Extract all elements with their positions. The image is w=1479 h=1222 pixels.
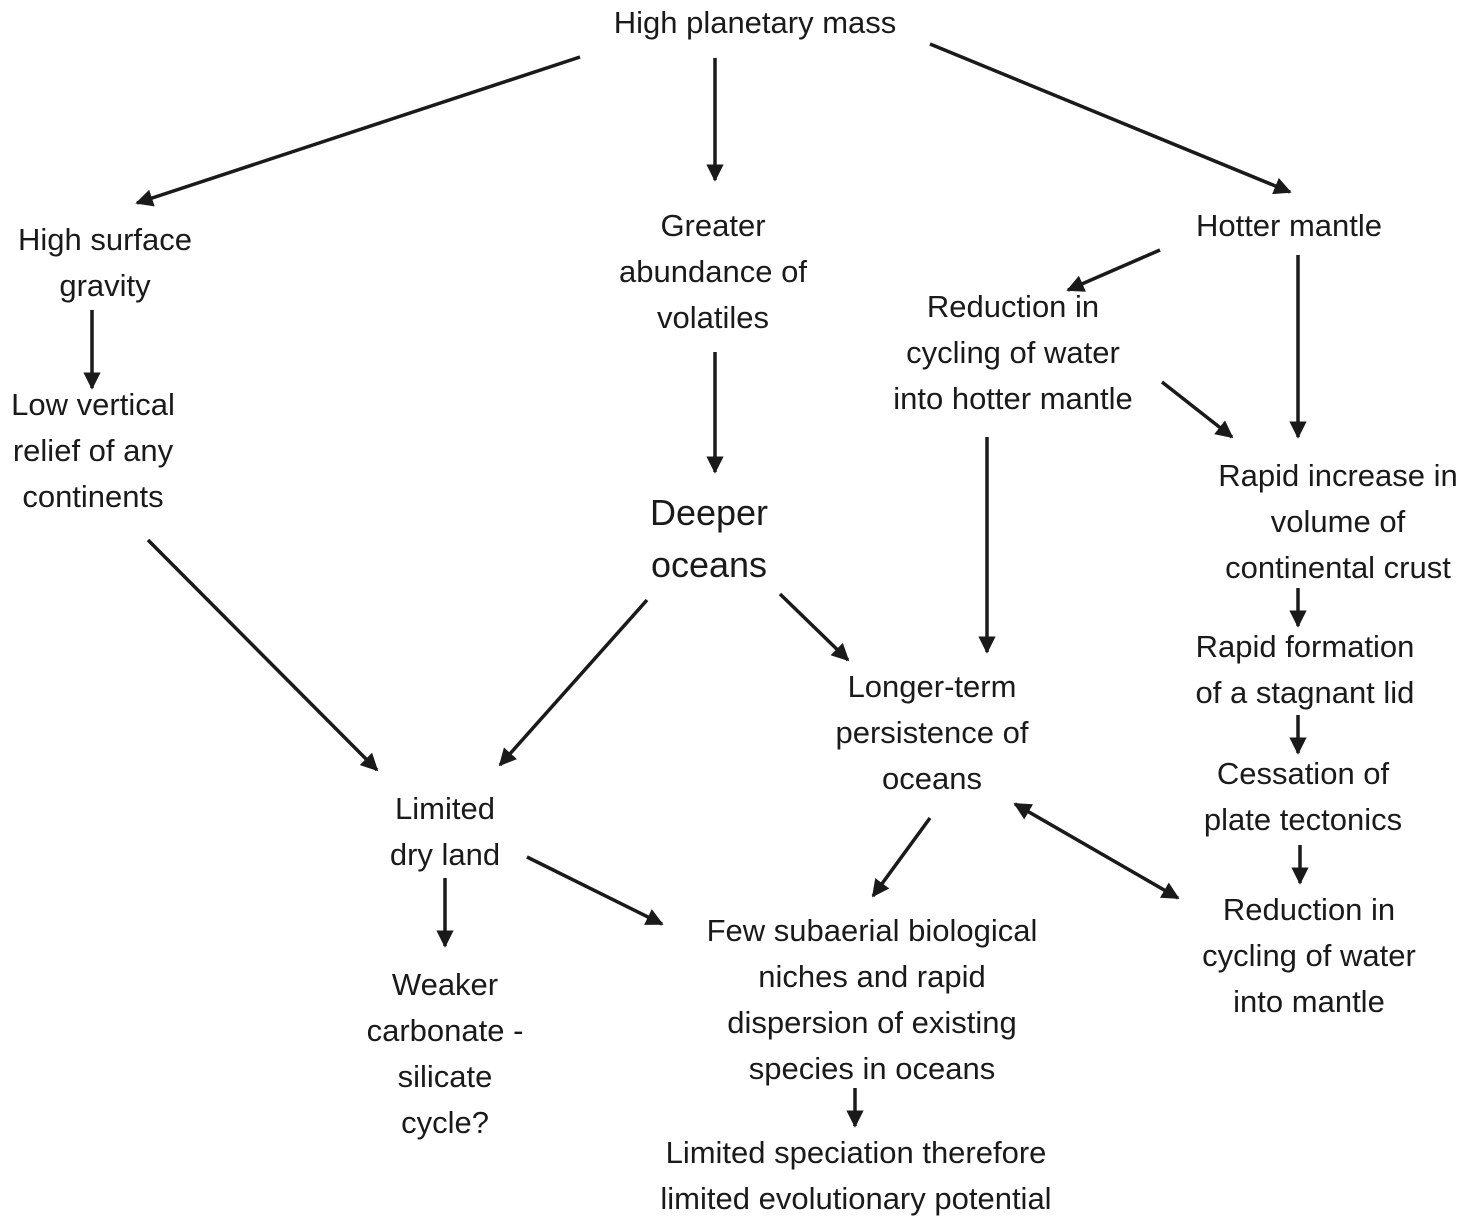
node-line: Rapid formation [1195,629,1415,664]
node-reduction-cycling-mantle: Reduction in cycling of water into mantl… [1170,887,1448,1025]
node-high-surface-gravity: High surface gravity [0,217,210,309]
node-line: Rapid increase in [1218,458,1458,493]
node-greater-abundance-of-volatiles: Greater abundance of volatiles [588,203,838,341]
node-line: Longer-term [847,669,1017,704]
node-line: gravity [59,268,151,303]
node-cessation-plate-tectonics: Cessation of plate tectonics [1172,751,1434,843]
node-line: Limited [395,791,495,826]
arrow-longer-term-to-few-subaerial [871,816,932,898]
node-line: volume of [1270,504,1406,539]
arrow-hotter-to-reduction [1066,248,1161,292]
node-line: volatiles [657,300,769,335]
node-hotter-mantle: Hotter mantle [1160,203,1418,249]
node-line: cycling of water [1202,938,1416,973]
arrow-dry-land-to-few-subaerial [526,855,664,926]
node-weaker-carbonate-silicate: Weaker carbonate - silicate cycle? [335,962,555,1146]
node-line: High planetary mass [613,5,897,40]
node-line: abundance of [619,254,807,289]
node-longer-term-persistence: Longer-term persistence of oceans [805,664,1059,802]
node-line: into hotter mantle [893,381,1133,416]
node-reduction-cycling-hotter-mantle: Reduction in cycling of water into hotte… [857,284,1169,422]
arrow-reduction-to-rapid-increase [1160,380,1234,439]
node-line: continental crust [1225,550,1451,585]
arrow-mass-to-gravity [135,55,581,207]
node-line: oceans [882,761,982,796]
node-line: limited evolutionary potential [660,1181,1052,1216]
node-line: relief of any [12,433,174,468]
node-high-planetary-mass: High planetary mass [550,0,960,46]
node-line: High surface [17,222,193,257]
node-low-vertical-relief: Low vertical relief of any continents [0,382,186,520]
node-line: Deeper [649,492,769,533]
node-limited-dry-land: Limited dry land [355,786,535,878]
node-line: species in oceans [748,1051,996,1086]
node-line: oceans [650,544,768,585]
node-line: into mantle [1233,984,1385,1019]
node-line: continents [22,479,164,514]
node-line: Limited speciation therefore [665,1135,1047,1170]
node-line: carbonate - [366,1013,524,1048]
node-rapid-formation-stagnant-lid: Rapid formation of a stagnant lid [1165,624,1445,716]
node-line: plate tectonics [1203,802,1403,837]
node-line: niches and rapid [758,959,986,994]
node-line: Few subaerial biological [706,913,1038,948]
node-line: cycle? [401,1105,489,1140]
arrow-relief-to-dry-land [146,538,379,772]
node-line: Weaker [391,967,499,1002]
node-line: Cessation of [1216,756,1390,791]
node-line: Reduction in [1222,892,1396,927]
node-line: of a stagnant lid [1195,675,1415,710]
arrow-deeper-to-dry-land [498,598,649,767]
node-limited-speciation: Limited speciation therefore limited evo… [600,1130,1112,1222]
node-line: Low vertical [11,387,175,422]
arrow-mass-to-hotter-mantle [929,42,1292,195]
node-deeper-oceans: Deeper oceans [600,487,818,591]
arrow-deeper-to-longer-term [778,592,850,662]
node-line: silicate [397,1059,493,1094]
node-line: cycling of water [906,335,1120,370]
node-line: persistence of [835,715,1029,750]
node-few-subaerial-niches: Few subaerial biological niches and rapi… [663,908,1081,1092]
node-line: dispersion of existing [727,1005,1017,1040]
node-line: Greater [660,208,766,243]
node-rapid-increase-continental-crust: Rapid increase in volume of continental … [1197,453,1479,591]
arrow-longer-term-reduction-mantle [1013,802,1180,900]
node-line: Reduction in [926,289,1100,324]
node-line: Hotter mantle [1195,208,1383,243]
node-line: dry land [389,837,501,872]
